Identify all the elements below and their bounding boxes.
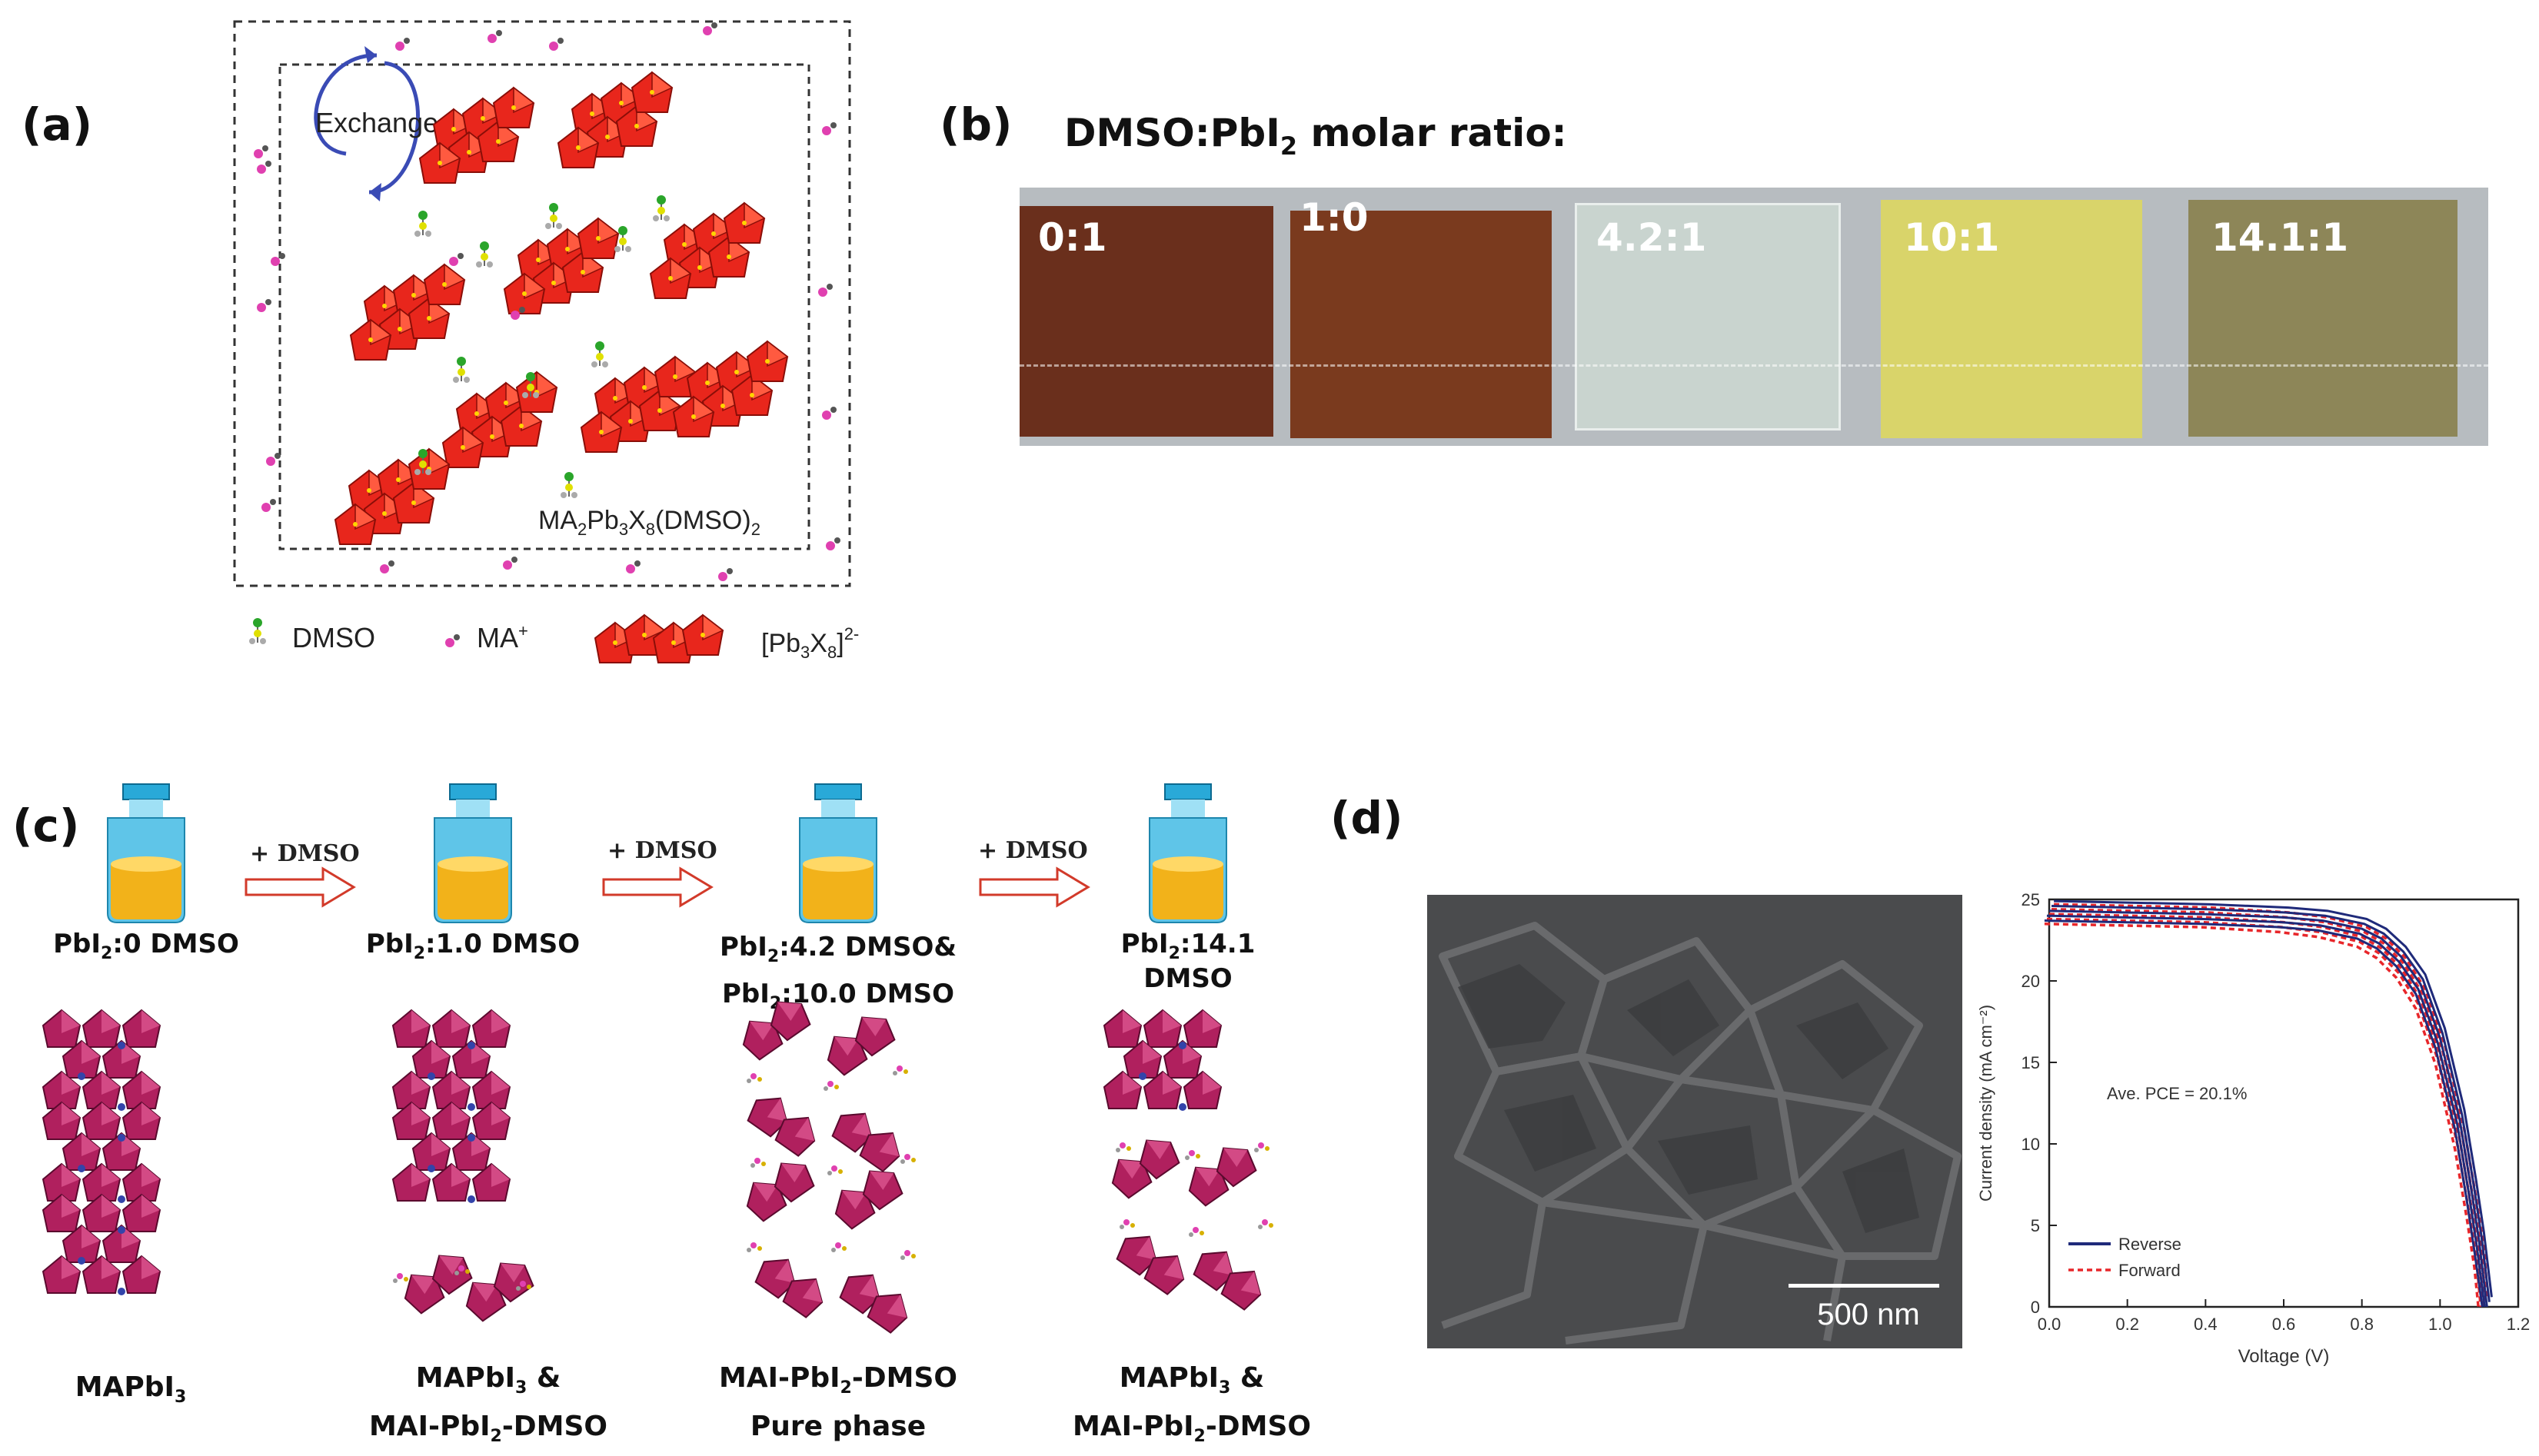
y-tick-label: 0 [2031,1298,2040,1317]
bottom-label-2: MAI-PbI2-DMSO Pure phase [718,1362,958,1443]
legend-dmso: DMSO [292,622,375,653]
film-label-0: 0:1 [1038,215,1107,260]
x-tick-label: 1.2 [2507,1315,2531,1334]
film-4 [2188,200,2457,437]
series-line-reverse [2048,909,2488,1308]
arrow-2 [979,867,1090,907]
x-tick-label: 0.6 [2272,1315,2296,1334]
vial-1 [434,783,512,923]
panel-a-label: (a) [22,98,93,151]
y-axis-label: Current density (mA cm⁻²) [1976,1005,1995,1202]
x-tick-label: 0.0 [2038,1315,2061,1334]
exchange-arrows [314,46,421,201]
panel-a-diagram: Exchange [233,20,859,663]
film-3 [1881,200,2142,438]
series-line-reverse [2046,914,2486,1308]
film-label-3: 10:1 [1904,215,2000,260]
series-line-reverse [2054,899,2493,1298]
film-dashed-line [1020,364,2488,367]
structure-3 [1103,1010,1273,1312]
vial-3 [1149,783,1227,923]
pce-annotation: Ave. PCE = 20.1% [2107,1084,2247,1103]
x-tick-label: 0.2 [2115,1315,2139,1334]
film-label-2: 4.2:1 [1596,215,1707,260]
arrow-label-0: + DMSO [250,840,360,867]
structure-1 [393,1010,537,1324]
y-tick-label: 10 [2022,1135,2040,1154]
octahedra-clusters [335,72,787,544]
y-tick-label: 15 [2022,1053,2040,1072]
legend-ma: MA+ [477,621,528,653]
legend-forward-label: Forward [2118,1261,2181,1280]
x-tick-label: 1.0 [2428,1315,2452,1334]
panel-c-label: (c) [12,799,80,852]
series-line-reverse [2044,919,2484,1308]
structure-2 [734,999,916,1335]
jv-chart: 0.0 0.2 0.4 0.6 0.8 1.0 1.2 0 5 10 15 20 25 Current… [1976,890,2531,1367]
scalebar-line [1789,1284,1939,1288]
outer-dashed-box [233,20,851,587]
vial-0 [107,783,185,923]
panel-a-legend: DMSO MA+ [Pb3X8]2- [248,614,859,663]
vial-label-1: PbI2:1.0 DMSO [365,929,581,963]
panel-c-structures [31,999,1273,1338]
panel-d-label: (d) [1330,792,1403,844]
series-line-reverse [2051,904,2491,1302]
y-tick-label: 20 [2022,972,2040,991]
film-label-4: 14.1:1 [2211,215,2349,260]
film-2 [1575,203,1841,430]
vial-label-3: PbI2:14.1 DMSO [1120,929,1256,994]
y-tick-label: 5 [2031,1216,2040,1235]
panel-b-label: (b) [940,98,1013,151]
scalebar-label: 500 nm [1817,1298,1920,1331]
structure-0 [43,1010,160,1295]
arrow-label-1: + DMSO [607,837,717,864]
x-tick-label: 0.8 [2350,1315,2374,1334]
exchange-label: Exchange [315,107,438,138]
film-0 [1020,206,1273,437]
x-tick-label: 0.4 [2194,1315,2218,1334]
vial-label-2: PbI2:4.2 DMSO& PbI2:10.0 DMSO [720,932,957,1013]
series-line-forward [2044,922,2480,1308]
vial-label-0: PbI2:0 DMSO [53,929,239,963]
film-label-1: 1:0 [1299,195,1369,240]
film-1 [1290,211,1552,438]
bottom-label-0: MAPbI3 [75,1371,187,1408]
panel-c-vials-arrows: + DMSO + DMSO + DMSO [107,783,1227,923]
arrow-1 [602,867,713,907]
bottom-label-3: MAPbI3 & MAI-PbI2-DMSO [1072,1362,1312,1447]
vial-2 [799,783,877,923]
bottom-label-1: MAPbI3 & MAI-PbI2-DMSO [368,1362,608,1447]
inner-dashed-box [278,63,810,550]
legend-reverse-label: Reverse [2118,1235,2181,1254]
film-strip: 0:1 1:0 4.2:1 10:1 14.1:1 [1020,188,2488,446]
legend-cluster: [Pb3X8]2- [761,624,859,662]
sem-image: 500 nm [1427,895,1962,1348]
formula-label: MA2Pb3X8(DMSO)2 [538,506,760,539]
y-tick-label: 25 [2022,890,2040,909]
arrow-0 [245,867,355,907]
x-axis-label: Voltage (V) [2238,1346,2330,1367]
jv-legend: Reverse Forward [2068,1235,2181,1280]
panel-b-title: DMSO:PbI2 molar ratio: [1064,111,1567,161]
arrow-label-2: + DMSO [978,837,1088,864]
